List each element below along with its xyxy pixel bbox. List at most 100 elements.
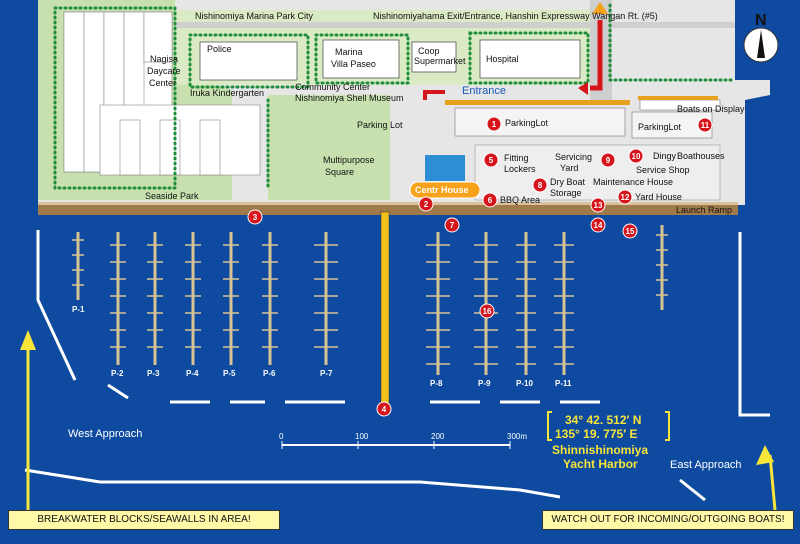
hedge-dots — [53, 3, 737, 192]
seawall-east — [738, 232, 770, 417]
marker-number: 1 — [492, 120, 497, 129]
label-marina-villa-2: Villa Paseo — [331, 59, 376, 69]
marker-number: 2 — [424, 200, 429, 209]
arrow-exit-head — [578, 82, 588, 95]
parking-lot-mid — [454, 107, 626, 137]
marker-circle — [532, 177, 548, 193]
callout-arrow-east-head — [756, 445, 774, 465]
label-east-approach: East Approach — [670, 459, 742, 471]
label-exit-entrance: Nishinomiyahama Exit/Entrance, Hanshin E… — [373, 11, 658, 21]
pier-label: P-8 — [430, 379, 443, 388]
coord-bracket-right — [665, 411, 670, 441]
marker-number: 6 — [488, 196, 493, 205]
label-marina-villa-1: Marina — [335, 47, 363, 57]
label-parking-lot-right: ParkingLot — [638, 122, 682, 132]
marker-circle — [486, 116, 502, 132]
label-center: Center — [149, 78, 176, 88]
road-north — [175, 22, 735, 28]
label-harbor-1: Shinnishinomiya — [552, 443, 648, 457]
scale-tick-label: 0 — [279, 432, 284, 441]
marker-number: 15 — [626, 227, 635, 236]
marker-circle — [483, 152, 499, 168]
label-lat: 34° 42. 512′ N — [565, 413, 641, 427]
marker-number: 3 — [253, 213, 258, 222]
label-fitting-2: Lockers — [504, 164, 536, 174]
label-entrance: Entrance — [462, 85, 506, 97]
pier-label: P-3 — [147, 369, 160, 378]
marker-number: 10 — [632, 152, 641, 161]
label-multipurpose-2: Square — [325, 167, 354, 177]
residential-blocks-south — [99, 104, 261, 176]
scale-tick-label: 100 — [355, 432, 369, 441]
marker-number: 11 — [701, 121, 710, 130]
label-harbor-2: Yacht Harbor — [563, 457, 638, 471]
marker-number: 4 — [382, 405, 387, 414]
label-hospital: Hospital — [486, 54, 519, 64]
marker-circle — [479, 303, 495, 319]
callout-arrow-west-head — [20, 330, 36, 350]
marker-circle — [590, 197, 606, 213]
marker-circle — [418, 196, 434, 212]
marker-number: 16 — [483, 307, 492, 316]
label-servicing-2: Yard — [560, 163, 578, 173]
main-pier-yellow — [380, 211, 390, 408]
promenade-light — [38, 202, 738, 205]
entrance-road-2 — [638, 96, 718, 100]
label-coop-2: Supermarket — [414, 56, 466, 66]
label-parking-lot-mid: ParkingLot — [505, 118, 549, 128]
pier-label: P-11 — [555, 379, 572, 388]
marker-circle — [444, 217, 460, 233]
label-coop-1: Coop — [418, 46, 440, 56]
pier-label: P-1 — [72, 305, 85, 314]
label-centr-house: Centr House — [415, 185, 469, 195]
label-fitting-1: Fitting — [504, 153, 529, 163]
entrance-road — [445, 100, 630, 105]
label-nagisa: Nagisa — [150, 54, 178, 64]
label-iruka: Iruka Kindergarten — [190, 88, 264, 98]
marker-circle — [376, 401, 392, 417]
marker-circle — [697, 117, 713, 133]
arrow-up-head — [592, 2, 608, 14]
seawall-east-small — [679, 478, 706, 502]
scale-tick-label: 200 — [431, 432, 445, 441]
label-maintenance-house: Maintenance House — [593, 177, 673, 187]
pier-label: P-6 — [263, 369, 276, 378]
marker-number: 8 — [538, 181, 543, 190]
north-label: N — [755, 12, 767, 29]
label-multipurpose-1: Multipurpose — [323, 155, 375, 165]
warning-right: WATCH OUT FOR INCOMING/OUTGOING BOATS! — [542, 510, 794, 530]
label-daycare: Daycare — [147, 66, 181, 76]
coord-bracket-left — [547, 411, 552, 441]
arrow-exit — [590, 20, 603, 91]
label-servicing-1: Servicing — [555, 152, 592, 162]
pier-label: P-5 — [223, 369, 236, 378]
pier-label: P-7 — [320, 369, 333, 378]
marker-circle — [617, 189, 633, 205]
marker-number: 14 — [594, 221, 603, 230]
centr-house-pool — [425, 155, 465, 181]
label-service-shop: Service Shop — [636, 165, 690, 175]
park-mid — [268, 95, 390, 200]
north-compass-needle — [757, 30, 765, 58]
label-parking-lot-left: Parking Lot — [357, 120, 403, 130]
yard-area — [474, 144, 721, 201]
coop-building — [411, 41, 457, 73]
warning-left: BREAKWATER BLOCKS/SEAWALLS IN AREA! — [8, 510, 280, 530]
marker-number: 12 — [621, 193, 630, 202]
label-dingy: Dingy — [653, 151, 677, 161]
centr-house — [409, 181, 481, 199]
marina-villa-building — [322, 39, 400, 79]
warning-left-text: BREAKWATER BLOCKS/SEAWALLS IN AREA! — [37, 514, 251, 525]
marker-circle — [628, 148, 644, 164]
warning-right-text: WATCH OUT FOR INCOMING/OUTGOING BOATS! — [551, 514, 785, 525]
marker-number: 5 — [489, 156, 494, 165]
marker-circle — [622, 223, 638, 239]
marker-circle — [482, 192, 498, 208]
label-police: Police — [207, 44, 232, 54]
marker-circle — [600, 152, 616, 168]
seawall-west — [36, 230, 77, 381]
label-boathouses: Boathouses — [677, 151, 725, 161]
label-yard-house: Yard House — [635, 192, 682, 202]
